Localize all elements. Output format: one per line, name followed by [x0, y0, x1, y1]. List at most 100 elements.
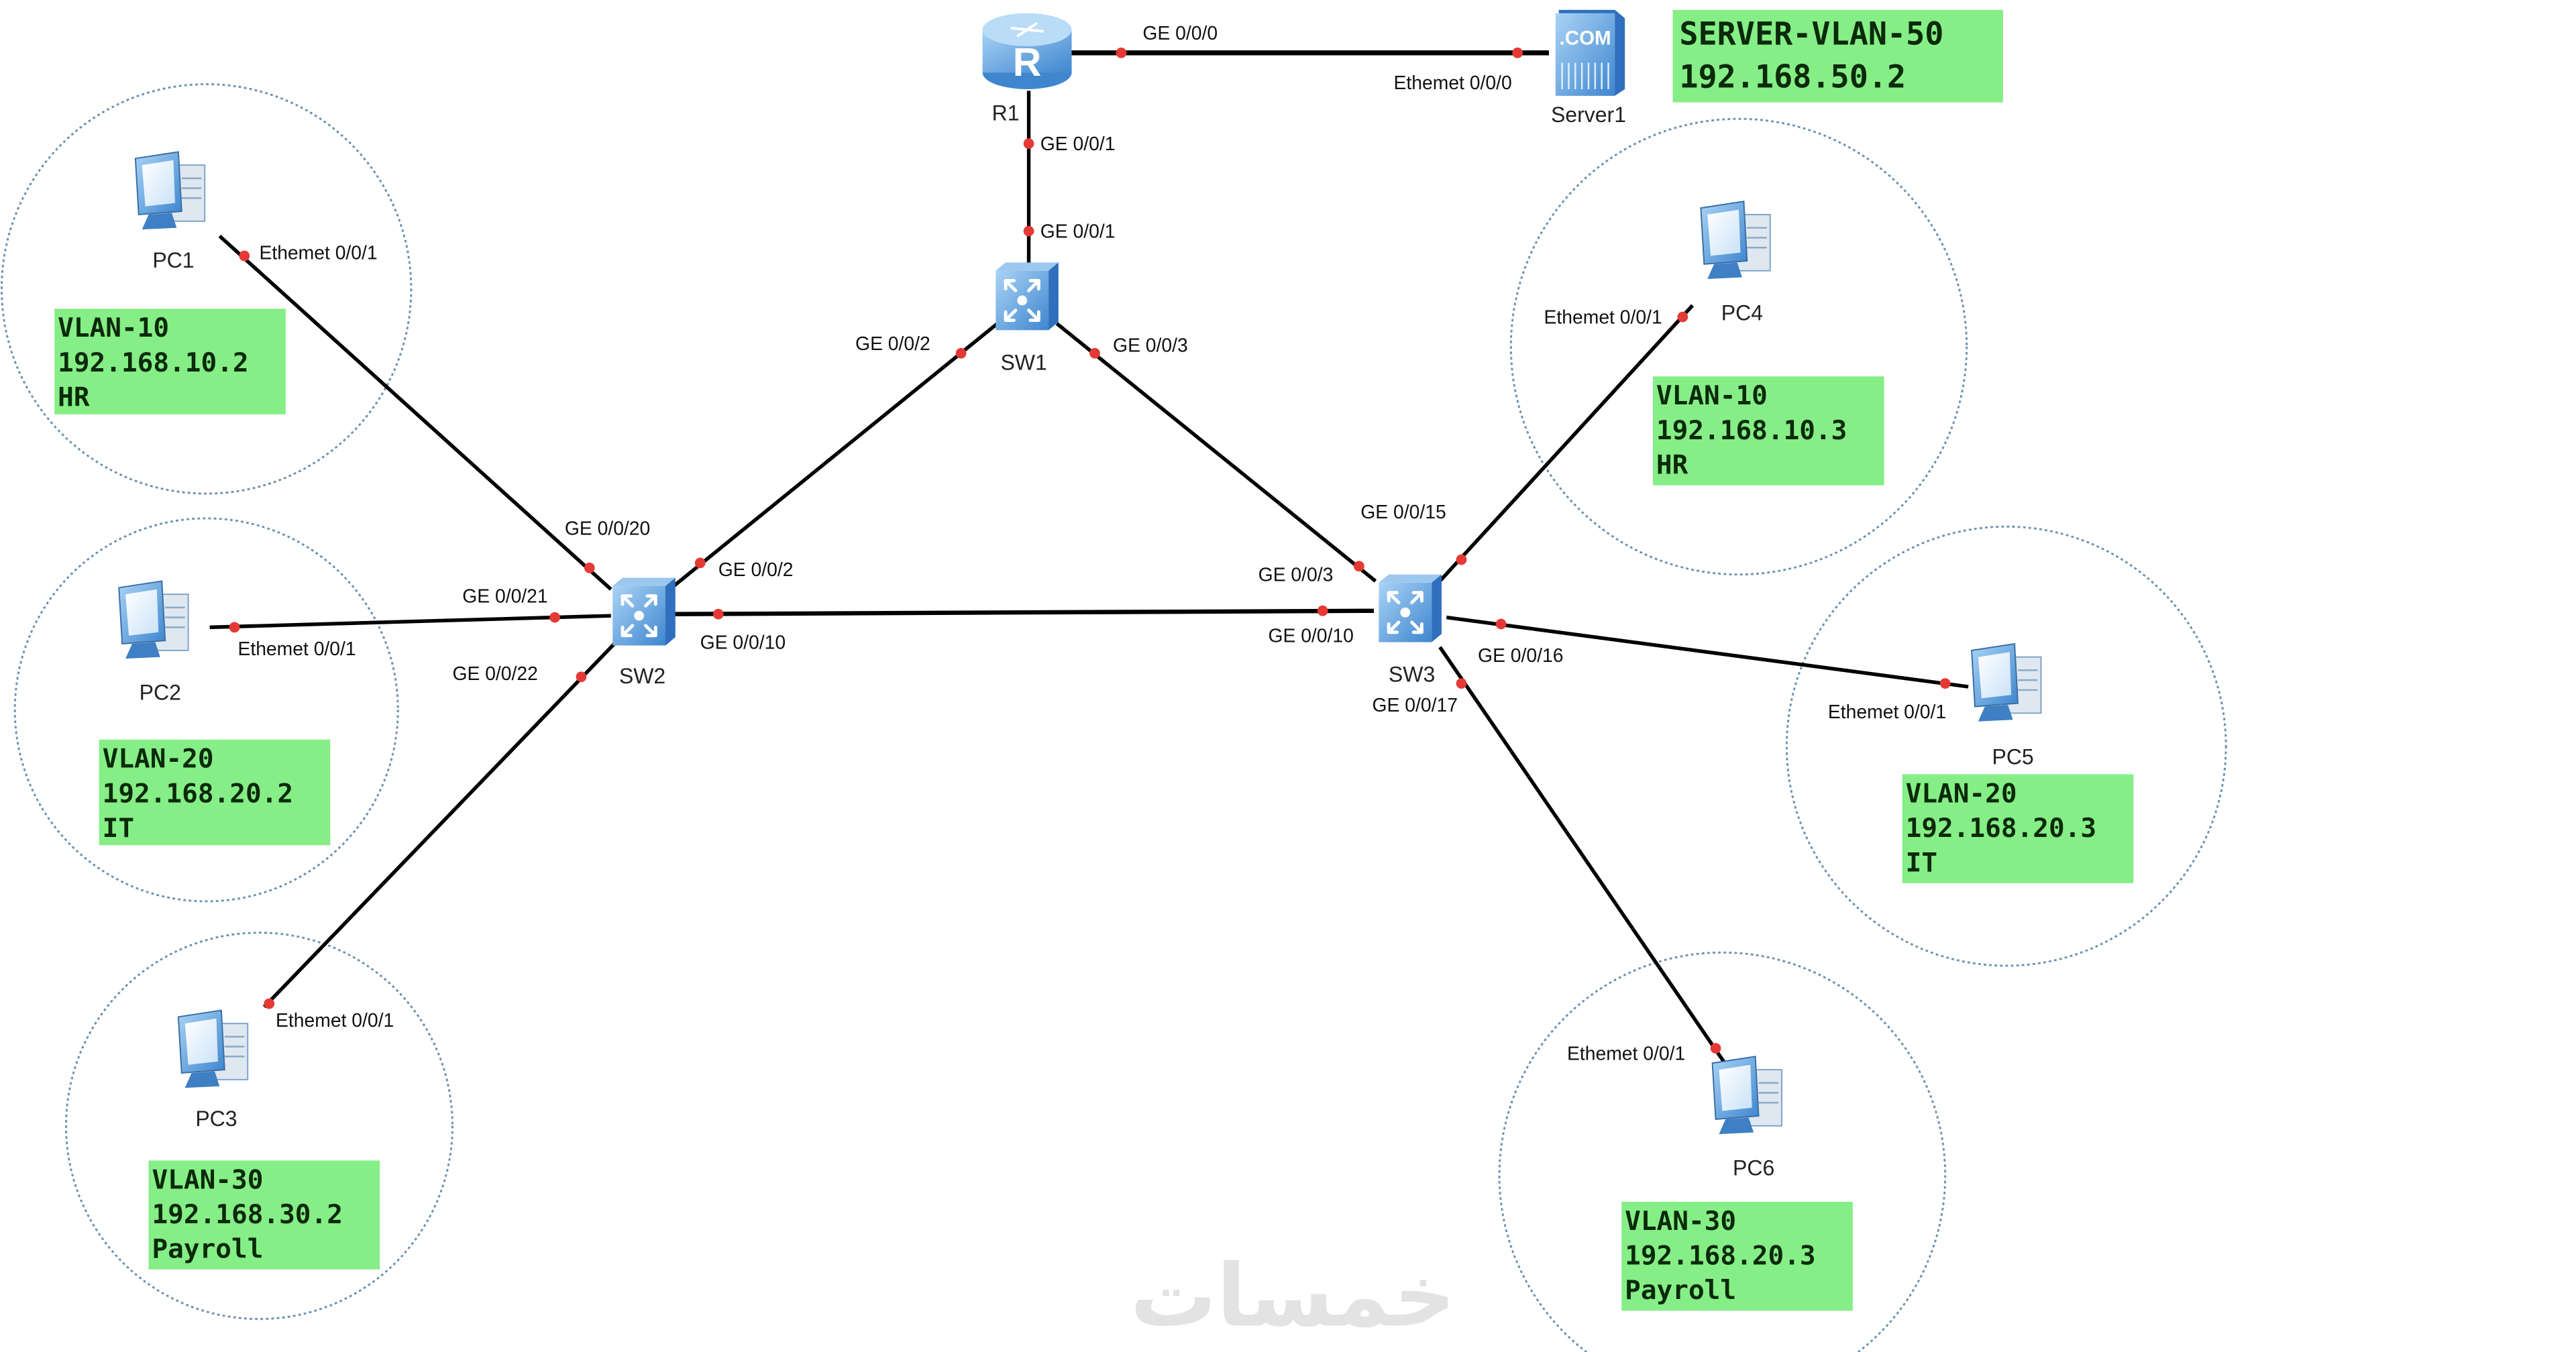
vlan-circle-pc6 [1498, 951, 1947, 1352]
info-pc1-ip: 192.168.10.2 [58, 347, 248, 378]
device-label-pc6: PC6 [1733, 1156, 1774, 1180]
device-pc3[interactable] [177, 1009, 249, 1089]
info-box-pc3: VLAN-30 192.168.30.2 Payroll [148, 1160, 380, 1270]
device-pc1[interactable] [134, 151, 206, 231]
link-sw2-pc3[interactable] [262, 642, 616, 1009]
port-label-r1-ge001: GE 0/0/1 [1040, 133, 1116, 154]
link-sw3-pc5[interactable] [1446, 615, 1969, 689]
info-box-pc4: VLAN-10 192.168.10.3 HR [1653, 376, 1884, 486]
server-icon: .COM [1555, 9, 1625, 96]
links [209, 50, 1969, 1078]
port-label-pc2-eth: Ethemet 0/0/1 [237, 638, 356, 659]
vlan-circle-pc1 [0, 83, 413, 495]
port-dot-sw3-ge0010 [1317, 605, 1328, 616]
info-server-line2: 192.168.50.2 [1679, 59, 1906, 95]
port-dot-sw1-ge001 [1023, 225, 1034, 237]
link-sw1-sw3[interactable] [1055, 322, 1377, 583]
pc-icon [177, 1009, 249, 1089]
port-dot-sw3-ge0016 [1495, 618, 1507, 630]
device-pc4[interactable] [1700, 201, 1772, 280]
port-label-sw1-ge002: GE 0/0/2 [855, 333, 930, 354]
info-pc2-vlan: VLAN-20 [103, 744, 214, 775]
info-pc5-dept: IT [1906, 848, 1937, 879]
port-label-pc3-eth: Ethemet 0/0/1 [276, 1009, 394, 1031]
info-box-pc2: VLAN-20 192.168.20.2 IT [99, 739, 331, 846]
link-sw1-sw2[interactable] [672, 322, 999, 587]
server-badge: .COM [1560, 27, 1611, 49]
port-dot-r1-ge001 [1023, 138, 1034, 150]
device-label-sw1: SW1 [1000, 350, 1046, 374]
info-box-server: SERVER-VLAN-50 192.168.50.2 [1672, 9, 2003, 103]
device-pc6[interactable] [1711, 1056, 1783, 1135]
info-pc4-ip: 192.168.10.3 [1656, 415, 1847, 446]
port-dot-sw2-ge0022 [576, 671, 587, 683]
device-label-sw3: SW3 [1389, 663, 1435, 687]
info-pc5-vlan: VLAN-20 [1906, 778, 2017, 809]
port-dot-sw3-ge0015 [1456, 554, 1467, 565]
port-label-sw2-ge0010: GE 0/0/10 [700, 631, 786, 653]
port-dot-sw3-ge003 [1353, 561, 1364, 572]
port-label-sw2-ge0022: GE 0/0/22 [452, 663, 537, 684]
device-pc2[interactable] [118, 580, 189, 660]
vlan-group-circles [0, 83, 2227, 1352]
vlan-circle-pc4 [1509, 117, 1968, 576]
vlan-circle-pc3 [64, 932, 453, 1320]
info-box-pc6: VLAN-30 192.168.20.3 Payroll [1621, 1202, 1853, 1311]
device-sw1[interactable] [996, 262, 1059, 330]
port-label-sw2-ge0021: GE 0/0/21 [462, 585, 547, 606]
port-labels: GE 0/0/0 Ethemet 0/0/0 GE 0/0/1 GE 0/0/1… [237, 22, 1946, 1064]
switch-icon [1379, 575, 1442, 642]
port-dot-sw1-ge003 [1089, 347, 1100, 359]
port-dot-server1-eth000 [1512, 47, 1523, 58]
device-pc5[interactable] [1970, 642, 2042, 722]
device-r1[interactable]: R [982, 13, 1072, 89]
port-label-sw1-ge001: GE 0/0/1 [1040, 220, 1116, 241]
device-label-server1: Server1 [1551, 103, 1626, 127]
device-sw3[interactable] [1379, 575, 1442, 642]
info-pc6-vlan: VLAN-30 [1625, 1206, 1736, 1237]
device-label-pc1: PC1 [152, 248, 194, 272]
device-label-pc4: PC4 [1721, 301, 1763, 325]
vlan-circle-pc5 [1785, 525, 2227, 967]
port-label-sw3-ge003: GE 0/0/3 [1258, 563, 1334, 585]
info-pc3-vlan: VLAN-30 [152, 1164, 263, 1195]
port-dot-pc3-eth [264, 998, 275, 1009]
info-pc1-vlan: VLAN-10 [58, 313, 169, 343]
watermark-text: خمسات [1130, 1247, 1456, 1347]
info-pc6-ip: 192.168.20.3 [1625, 1241, 1815, 1272]
device-label-pc5: PC5 [1992, 745, 2033, 769]
port-dot-sw2-ge0021 [549, 612, 560, 623]
link-sw3-pc4[interactable] [1438, 304, 1695, 583]
link-sw2-pc1[interactable] [218, 234, 612, 591]
info-pc4-dept: HR [1656, 449, 1688, 480]
device-label-r1: R1 [992, 101, 1020, 125]
port-label-pc1-eth: Ethemet 0/0/1 [259, 241, 377, 263]
router-icon: R [982, 13, 1072, 89]
port-dot-sw2-ge002 [694, 557, 706, 569]
link-sw2-sw3[interactable] [672, 608, 1375, 616]
info-pc4-vlan: VLAN-10 [1656, 380, 1768, 411]
port-dot-pc6-eth [1710, 1043, 1721, 1054]
info-pc2-dept: IT [103, 813, 134, 844]
port-label-sw2-ge002: GE 0/0/2 [718, 559, 794, 580]
port-dot-sw2-ge0010 [712, 608, 724, 620]
port-label-pc6-eth: Ethemet 0/0/1 [1567, 1042, 1685, 1064]
link-sw2-pc2[interactable] [209, 614, 611, 630]
info-box-pc1: VLAN-10 192.168.10.2 HR [54, 308, 286, 414]
port-dot-pc2-eth [229, 622, 240, 633]
device-label-sw2: SW2 [619, 664, 665, 688]
info-box-pc5: VLAN-20 192.168.20.3 IT [1902, 774, 2134, 883]
port-label-r1-ge000: GE 0/0/0 [1142, 22, 1218, 44]
device-server1[interactable]: .COM [1555, 9, 1625, 96]
info-pc5-ip: 192.168.20.3 [1906, 813, 2096, 844]
info-server-line1: SERVER-VLAN-50 [1679, 16, 1943, 52]
info-pc1-dept: HR [58, 382, 90, 413]
info-pc3-ip: 192.168.30.2 [152, 1199, 342, 1230]
device-sw2[interactable] [612, 578, 676, 646]
port-label-server1-eth000: Ethemet 0/0/0 [1394, 72, 1512, 93]
pc-icon [1711, 1056, 1783, 1135]
port-dot-sw2-ge0020 [584, 562, 595, 573]
port-label-sw1-ge003: GE 0/0/3 [1113, 334, 1188, 355]
link-sw3-pc6[interactable] [1438, 646, 1735, 1078]
